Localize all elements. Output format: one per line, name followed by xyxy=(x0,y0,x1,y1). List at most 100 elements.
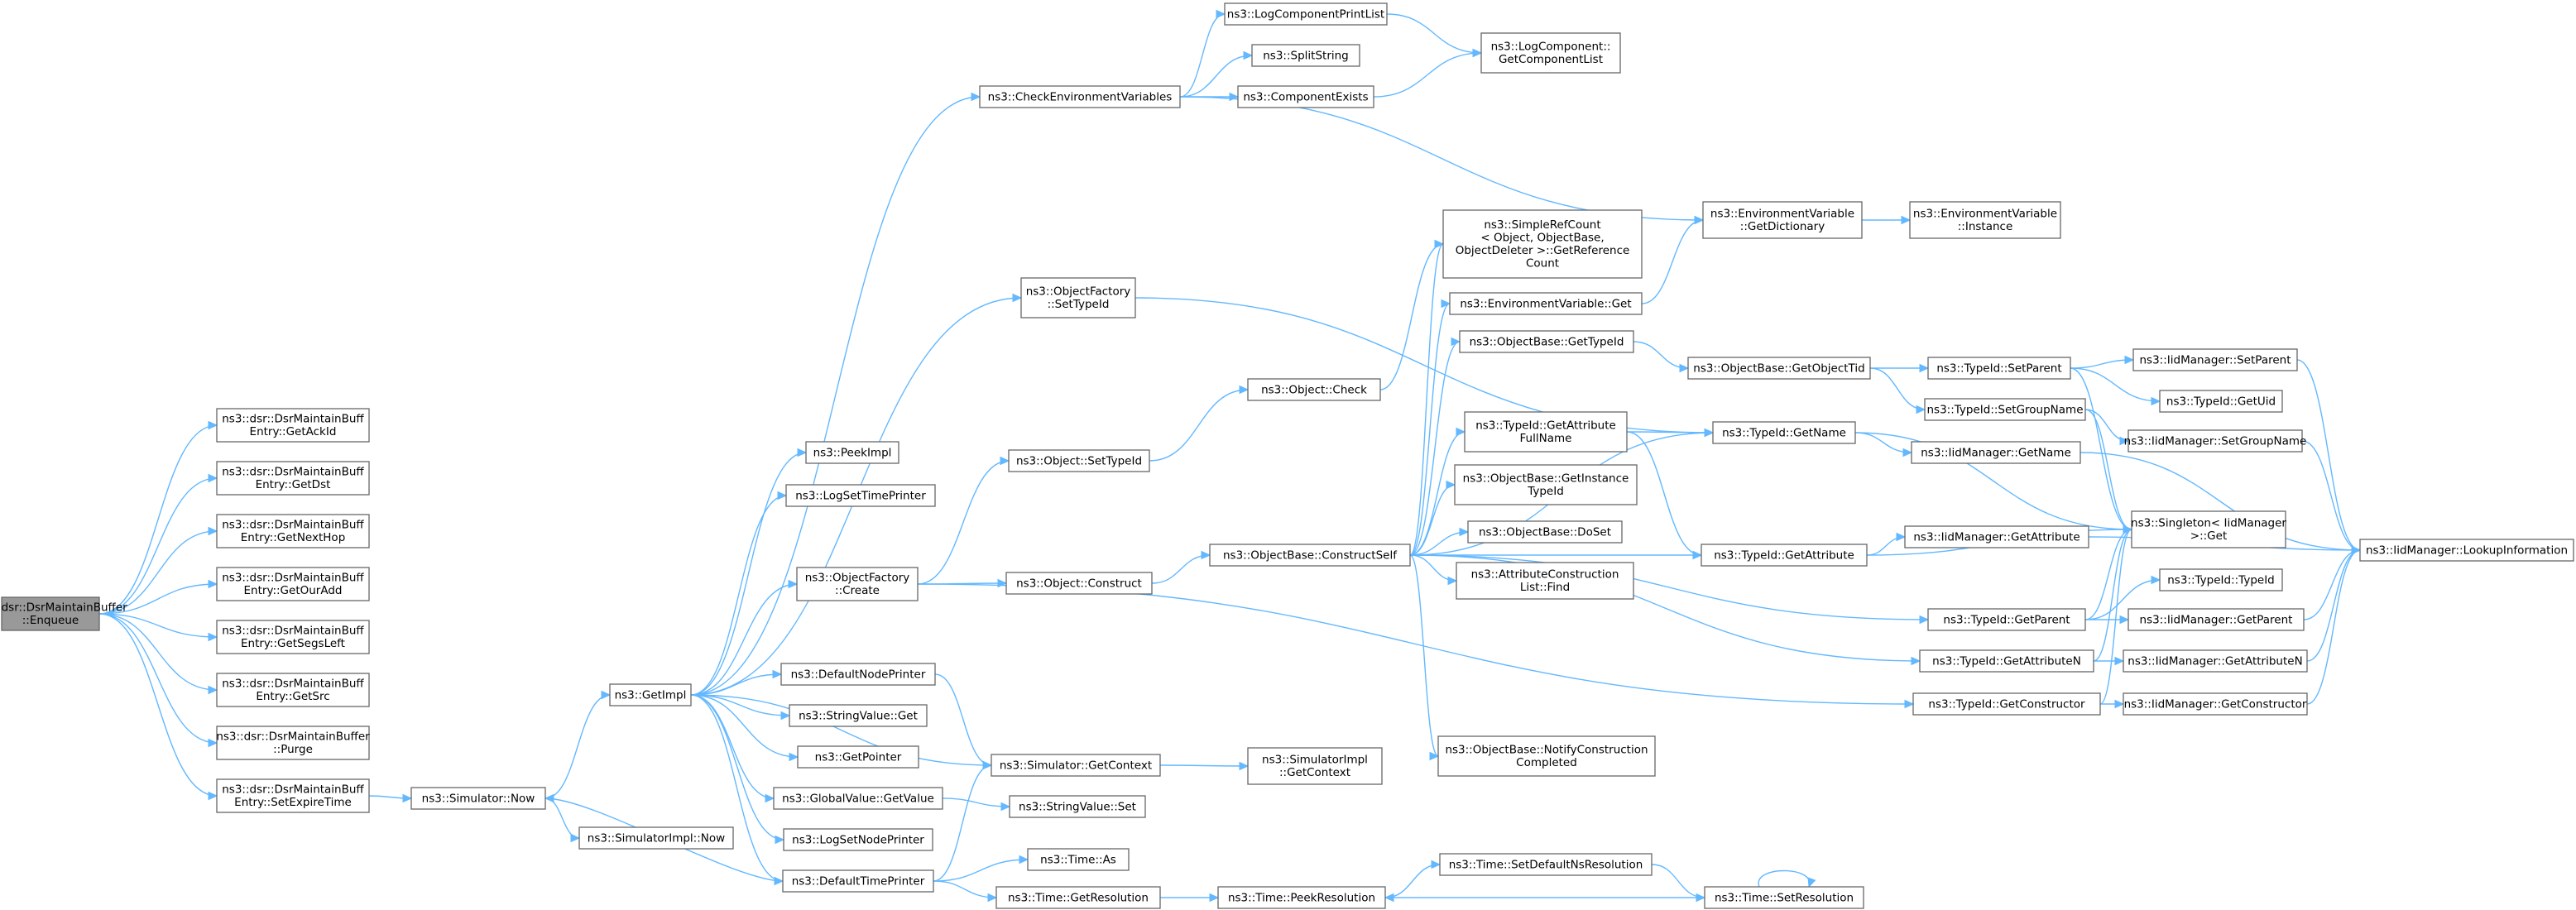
arrow-head xyxy=(765,793,775,803)
node-envgetdict[interactable]: ns3::EnvironmentVariable::GetDictionary xyxy=(1702,201,1863,239)
node-box xyxy=(780,663,936,686)
edge-line xyxy=(1626,431,1702,556)
edge-line xyxy=(2099,529,2132,705)
arrow-head xyxy=(208,791,218,801)
node-box xyxy=(216,514,370,548)
node-stringvalueget[interactable]: ns3::StringValue::Get xyxy=(789,704,928,727)
node-label: ns3::EnvironmentVariable xyxy=(1913,208,2057,221)
node-logsetnode[interactable]: ns3::LogSetNodePrinter xyxy=(783,828,933,851)
node-ofcreate[interactable]: ns3::ObjectFactory::Create xyxy=(796,567,919,601)
node-tidgetname[interactable]: ns3::TypeId::GetName xyxy=(1712,421,1856,444)
node-logcompprintlist[interactable]: ns3::LogComponentPrintList xyxy=(1224,2,1388,26)
node-timepeekres[interactable]: ns3::Time::PeekResolution xyxy=(1217,886,1386,909)
node-stringvalueset[interactable]: ns3::StringValue::Set xyxy=(1009,795,1146,818)
node-singletonget[interactable]: ns3::Singleton< IidManager>::Get xyxy=(2131,510,2286,548)
node-getsegsleft[interactable]: ns3::dsr::DsrMaintainBuffEntry::GetSegsL… xyxy=(216,620,370,654)
node-getpointer[interactable]: ns3::GetPointer xyxy=(797,745,919,769)
edge-line xyxy=(2084,579,2161,620)
node-logsettime[interactable]: ns3::LogSetTimePrinter xyxy=(785,484,936,507)
edge-line xyxy=(98,613,218,691)
node-simgetcontext[interactable]: ns3::Simulator::GetContext xyxy=(991,754,1161,777)
node-obgettypeid[interactable]: ns3::ObjectBase::GetTypeId xyxy=(1459,330,1634,353)
node-objconstruct[interactable]: ns3::Object::Construct xyxy=(1005,572,1153,595)
node-peekimpl[interactable]: ns3::PeekImpl xyxy=(805,441,899,464)
node-tidtypeid[interactable]: ns3::TypeId::TypeId xyxy=(2159,568,2283,592)
node-tidgetconstr[interactable]: ns3::TypeId::GetConstructor xyxy=(1912,692,2101,716)
node-ofsettypeid[interactable]: ns3::ObjectFactory::SetTypeId xyxy=(1020,277,1136,318)
node-obgetobjtid[interactable]: ns3::ObjectBase::GetObjectTid xyxy=(1687,357,1871,380)
node-tidgetattr[interactable]: ns3::TypeId::GetAttribute xyxy=(1701,544,1868,567)
node-objsettypeid[interactable]: ns3::Object::SetTypeId xyxy=(1008,449,1150,472)
node-timeas[interactable]: ns3::Time::As xyxy=(1027,848,1130,871)
edge-line xyxy=(1409,554,1439,757)
edge-line xyxy=(2070,359,2134,369)
node-iidlookup[interactable]: ns3::IidManager::LookupInformation xyxy=(2359,539,2574,562)
node-timegetres[interactable]: ns3::Time::GetResolution xyxy=(995,886,1161,909)
node-tidsetparent[interactable]: ns3::TypeId::SetParent xyxy=(1927,357,2071,380)
node-envvarget[interactable]: ns3::EnvironmentVariable::Get xyxy=(1449,292,1643,315)
node-label: ns3::EnvironmentVariable xyxy=(1710,208,1854,221)
node-obconstructself[interactable]: ns3::ObjectBase::ConstructSelf xyxy=(1209,544,1411,567)
node-label: ns3::TypeId::GetAttribute xyxy=(1714,548,1854,562)
arrow-head xyxy=(208,685,218,695)
node-label: ::Instance xyxy=(1958,220,2013,233)
edge-line xyxy=(1409,243,1444,556)
node-gvgetvalue[interactable]: ns3::GlobalValue::GetValue xyxy=(773,787,943,810)
arrow-head xyxy=(789,752,799,762)
node-objcheck[interactable]: ns3::Object::Check xyxy=(1247,378,1381,401)
node-enqueue[interactable]: ns3::dsr::DsrMaintainBuffer::Enqueue xyxy=(0,596,127,631)
node-getouradd[interactable]: ns3::dsr::DsrMaintainBuffEntry::GetOurAd… xyxy=(216,567,370,601)
node-tidgetparent[interactable]: ns3::TypeId::GetParent xyxy=(1927,608,2086,631)
node-iidgetparent[interactable]: ns3::IidManager::GetParent xyxy=(2127,608,2305,631)
node-tidsetgroup[interactable]: ns3::TypeId::SetGroupName xyxy=(1924,398,2086,421)
node-timesetres[interactable]: ns3::Time::SetResolution xyxy=(1704,886,1864,909)
node-obnotify[interactable]: ns3::ObjectBase::NotifyConstructionCompl… xyxy=(1437,735,1656,777)
edge-simnow-to-simimplnow xyxy=(544,797,581,843)
node-box xyxy=(216,567,370,601)
node-timesetdefns[interactable]: ns3::Time::SetDefaultNsResolution xyxy=(1439,853,1653,876)
node-splitstring[interactable]: ns3::SplitString xyxy=(1251,44,1360,67)
node-tidgetattrn[interactable]: ns3::TypeId::GetAttributeN xyxy=(1919,649,2094,673)
node-box xyxy=(1927,608,2086,631)
edge-iidgetattrn-to-iidlookup xyxy=(2306,545,2362,662)
arrow-head xyxy=(1012,293,1023,303)
edge-line xyxy=(2296,359,2361,551)
node-simnow[interactable]: ns3::Simulator::Now xyxy=(410,787,546,810)
node-getimpl[interactable]: ns3::GetImpl xyxy=(609,683,692,706)
node-simimplgetctx[interactable]: ns3::SimulatorImpl::GetContext xyxy=(1247,747,1383,785)
edge-line xyxy=(690,694,799,758)
arrow-head xyxy=(1459,527,1470,537)
node-envinstance[interactable]: ns3::EnvironmentVariable::Instance xyxy=(1909,201,2061,239)
node-purge[interactable]: ns3::dsr::DsrMaintainBuffer::Purge xyxy=(216,726,370,760)
node-logcompgetlist[interactable]: ns3::LogComponent::GetComponentList xyxy=(1480,32,1621,74)
node-label: Entry::SetExpireTime xyxy=(234,796,352,809)
node-iidsetparent[interactable]: ns3::IidManager::SetParent xyxy=(2132,348,2298,371)
edge-tidgetattrn-to-singletonget xyxy=(2093,524,2133,662)
node-obdoset[interactable]: ns3::ObjectBase::DoSet xyxy=(1467,520,1623,544)
node-simimplnow[interactable]: ns3::SimulatorImpl::Now xyxy=(578,826,734,850)
node-label: ns3::IidManager::SetGroupName xyxy=(2124,434,2307,448)
node-tidgetuid[interactable]: ns3::TypeId::GetUid xyxy=(2159,390,2283,413)
node-deftimeprinter[interactable]: ns3::DefaultTimePrinter xyxy=(782,869,934,893)
node-checkenv[interactable]: ns3::CheckEnvironmentVariables xyxy=(979,85,1181,108)
node-label: ns3::dsr::DsrMaintainBuff xyxy=(222,678,364,691)
edge-obgettypeid-to-obgetobjtid xyxy=(1633,341,1690,373)
node-defnodeprinter[interactable]: ns3::DefaultNodePrinter xyxy=(780,663,936,686)
node-iidgetattrn[interactable]: ns3::IidManager::GetAttributeN xyxy=(2123,649,2308,673)
node-simplerefcount[interactable]: ns3::SimpleRefCount< Object, ObjectBase,… xyxy=(1442,209,1643,279)
node-compexists[interactable]: ns3::ComponentExists xyxy=(1237,85,1374,108)
node-setexpire[interactable]: ns3::dsr::DsrMaintainBuffEntry::SetExpir… xyxy=(216,778,370,813)
node-iidgetname[interactable]: ns3::IidManager::GetName xyxy=(1911,441,2081,464)
node-iidgetattr[interactable]: ns3::IidManager::GetAttribute xyxy=(1904,525,2089,548)
edge-logcompprintlist-to-logcompgetlist xyxy=(1386,13,1483,58)
node-iidsetgroup[interactable]: ns3::IidManager::SetGroupName xyxy=(2124,429,2307,453)
node-getnexthop[interactable]: ns3::dsr::DsrMaintainBuffEntry::GetNextH… xyxy=(216,514,370,548)
node-label: List::Find xyxy=(1520,581,1570,594)
node-iidgetconstr[interactable]: ns3::IidManager::GetConstructor xyxy=(2123,692,2308,716)
